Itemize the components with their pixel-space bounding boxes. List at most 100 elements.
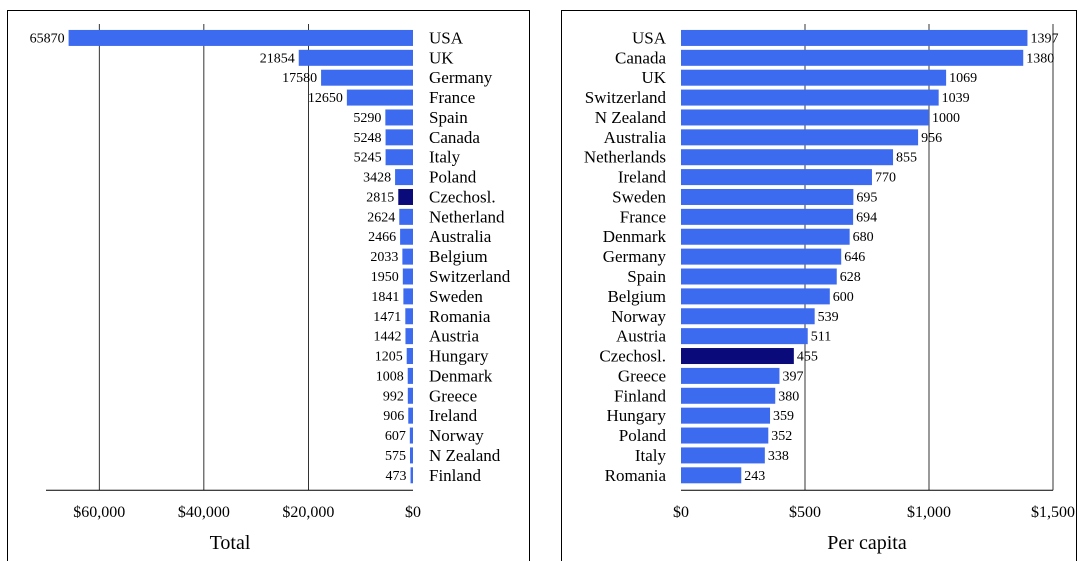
category-label-belgium: Belgium bbox=[607, 287, 666, 306]
data-label-italy: 338 bbox=[768, 449, 789, 464]
data-label-france: 694 bbox=[856, 210, 877, 225]
data-label-poland: 352 bbox=[771, 429, 792, 444]
data-label-germany: 17580 bbox=[282, 71, 317, 86]
data-label-finland: 473 bbox=[386, 469, 407, 484]
category-label-france: France bbox=[429, 88, 475, 107]
category-label-switzerland: Switzerland bbox=[585, 88, 667, 107]
category-label-belgium: Belgium bbox=[429, 247, 488, 266]
bar-switzerland bbox=[681, 89, 939, 106]
category-label-n-zealand: N Zealand bbox=[595, 108, 667, 127]
bar-austria bbox=[405, 328, 413, 345]
bar-greece bbox=[407, 387, 413, 404]
category-label-spain: Spain bbox=[429, 108, 468, 127]
x-tick-label: $40,000 bbox=[178, 504, 230, 521]
data-label-ireland: 770 bbox=[875, 171, 896, 186]
data-label-czechosl: 455 bbox=[797, 350, 818, 365]
x-tick-label: $0 bbox=[405, 504, 421, 521]
data-label-norway: 607 bbox=[385, 429, 406, 444]
bar-uk bbox=[681, 69, 947, 86]
data-label-canada: 1380 bbox=[1026, 51, 1054, 66]
data-label-czechosl: 2815 bbox=[366, 190, 394, 205]
data-label-sweden: 1841 bbox=[371, 290, 399, 305]
bar-germany bbox=[321, 69, 413, 86]
data-label-netherland: 2624 bbox=[367, 210, 395, 225]
data-label-romania: 243 bbox=[744, 469, 765, 484]
bar-denmark bbox=[407, 367, 413, 384]
category-label-denmark: Denmark bbox=[603, 227, 667, 246]
data-label-france: 12650 bbox=[308, 91, 343, 106]
category-label-switzerland: Switzerland bbox=[429, 267, 511, 286]
category-label-spain: Spain bbox=[627, 267, 666, 286]
data-label-australia: 956 bbox=[921, 131, 942, 146]
bar-hungary bbox=[406, 348, 413, 365]
bar-finland bbox=[410, 467, 413, 484]
data-label-usa: 65870 bbox=[30, 31, 65, 46]
per-capita-chart: 1397USA1380Canada1069UK1039Switzerland10… bbox=[584, 24, 1075, 521]
data-label-switzerland: 1039 bbox=[942, 91, 970, 106]
category-label-italy: Italy bbox=[429, 148, 461, 167]
category-label-hungary: Hungary bbox=[429, 347, 489, 366]
category-label-austria: Austria bbox=[616, 327, 667, 346]
category-label-uk: UK bbox=[641, 68, 666, 87]
category-label-germany: Germany bbox=[429, 68, 493, 87]
data-label-norway: 539 bbox=[818, 310, 839, 325]
bar-usa bbox=[681, 29, 1028, 46]
data-label-spain: 5290 bbox=[353, 111, 381, 126]
data-label-n-zealand: 575 bbox=[385, 449, 406, 464]
x-tick-label: $500 bbox=[789, 504, 821, 521]
bar-poland bbox=[681, 427, 769, 444]
category-label-uk: UK bbox=[429, 48, 454, 67]
category-label-czechosl: Czechosl. bbox=[429, 187, 496, 206]
data-label-switzerland: 1950 bbox=[371, 270, 399, 285]
total-chart-panel bbox=[7, 10, 530, 561]
category-label-austria: Austria bbox=[429, 327, 480, 346]
bar-italy bbox=[385, 149, 413, 166]
category-label-poland: Poland bbox=[619, 426, 667, 445]
data-label-hungary: 1205 bbox=[375, 350, 403, 365]
x-tick-label: $20,000 bbox=[282, 504, 334, 521]
bar-sweden bbox=[681, 188, 854, 205]
data-label-canada: 5248 bbox=[354, 131, 382, 146]
data-label-uk: 1069 bbox=[949, 71, 977, 86]
data-label-denmark: 680 bbox=[853, 230, 874, 245]
bar-australia bbox=[681, 129, 919, 146]
category-label-ireland: Ireland bbox=[429, 406, 478, 425]
x-tick-label: $0 bbox=[673, 504, 689, 521]
bar-austria bbox=[681, 328, 808, 345]
data-label-finland: 380 bbox=[778, 389, 799, 404]
data-label-denmark: 1008 bbox=[376, 369, 404, 384]
bar-canada bbox=[681, 49, 1024, 66]
category-label-finland: Finland bbox=[429, 466, 481, 485]
data-label-australia: 2466 bbox=[368, 230, 396, 245]
per-capita-axis-title: Per capita bbox=[827, 532, 907, 554]
data-label-austria: 511 bbox=[811, 330, 831, 345]
bar-australia bbox=[400, 228, 413, 245]
data-label-austria: 1442 bbox=[373, 330, 401, 345]
category-label-romania: Romania bbox=[429, 307, 491, 326]
x-tick-label: $1,000 bbox=[907, 504, 951, 521]
bar-belgium bbox=[402, 248, 413, 265]
category-label-australia: Australia bbox=[429, 227, 492, 246]
bar-belgium bbox=[681, 288, 830, 305]
bar-germany bbox=[681, 248, 842, 265]
x-tick-label: $60,000 bbox=[73, 504, 125, 521]
bar-netherland bbox=[399, 208, 413, 225]
bar-hungary bbox=[681, 407, 771, 424]
bar-switzerland bbox=[402, 268, 413, 285]
bar-ireland bbox=[408, 407, 413, 424]
bar-ireland bbox=[681, 169, 872, 186]
bar-france bbox=[346, 89, 413, 106]
category-label-finland: Finland bbox=[614, 386, 666, 405]
category-label-usa: USA bbox=[429, 28, 464, 47]
data-label-belgium: 2033 bbox=[370, 250, 398, 265]
data-label-ireland: 906 bbox=[383, 409, 404, 424]
category-label-france: France bbox=[620, 207, 666, 226]
bar-spain bbox=[681, 268, 837, 285]
category-label-italy: Italy bbox=[635, 446, 667, 465]
bar-norway bbox=[681, 308, 815, 325]
bar-sweden bbox=[403, 288, 413, 305]
category-label-usa: USA bbox=[632, 28, 667, 47]
bar-netherlands bbox=[681, 149, 894, 166]
bar-canada bbox=[385, 129, 413, 146]
